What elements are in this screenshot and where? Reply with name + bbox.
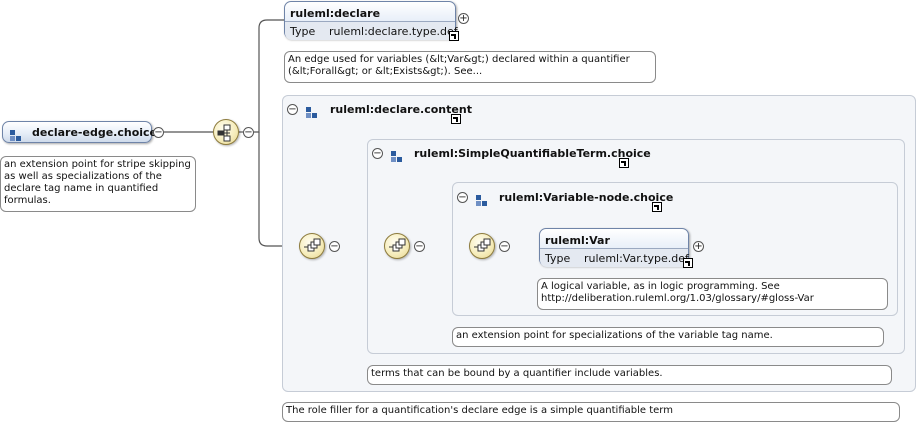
choice-compositor[interactable] bbox=[213, 119, 239, 145]
variable-node-name: ruleml:Variable-node.choice bbox=[499, 191, 674, 204]
declare-type-row: Type ruleml:declare.type.def bbox=[285, 21, 458, 40]
variable-node-compositor-collapse[interactable]: − bbox=[499, 241, 510, 252]
variable-node-documentation: an extension point for specializations o… bbox=[452, 327, 884, 347]
group-icon bbox=[391, 148, 403, 162]
simple-term-compositor-collapse[interactable]: − bbox=[414, 241, 425, 252]
declare-content-doc-text: The role filler for a quantification's d… bbox=[286, 405, 673, 416]
choice-compositor-icon bbox=[474, 238, 491, 252]
simple-term-link-icon[interactable] bbox=[619, 158, 629, 168]
variable-node-doc-text: an extension point for specializations o… bbox=[456, 330, 773, 341]
var-element-name: ruleml:Var bbox=[545, 234, 610, 247]
declare-type-link-icon[interactable] bbox=[449, 31, 459, 41]
var-documentation: A logical variable, as in logic programm… bbox=[537, 278, 888, 310]
root-element-name: declare-edge.choice bbox=[32, 126, 158, 139]
var-type-label: Type bbox=[545, 252, 571, 265]
choice-compositor-icon bbox=[217, 124, 231, 142]
var-doc-text: A logical variable, as in logic programm… bbox=[541, 281, 814, 304]
group-icon bbox=[476, 192, 488, 206]
declare-expand-button[interactable]: + bbox=[458, 13, 469, 24]
choice-compositor-icon bbox=[304, 238, 321, 252]
declare-documentation: An edge used for variables (&lt;Var&gt;)… bbox=[284, 51, 656, 83]
choice-compositor-icon bbox=[389, 238, 406, 252]
declare-content-collapse-button[interactable]: − bbox=[287, 104, 298, 115]
var-type-link-icon[interactable] bbox=[683, 258, 693, 268]
simple-term-collapse-button[interactable]: − bbox=[372, 148, 383, 159]
declare-doc-text: An edge used for variables (&lt;Var&gt;)… bbox=[288, 54, 630, 77]
var-type-row: Type ruleml:Var.type.def bbox=[540, 248, 689, 267]
root-collapse-button[interactable]: − bbox=[153, 127, 164, 138]
variable-node-link-icon[interactable] bbox=[652, 202, 662, 212]
declare-content-compositor-collapse[interactable]: − bbox=[329, 241, 340, 252]
group-icon bbox=[306, 104, 318, 118]
declare-element-name: ruleml:declare bbox=[290, 7, 381, 20]
simple-term-documentation: terms that can be bound by a quantifier … bbox=[367, 365, 892, 385]
choice-group-icon bbox=[10, 127, 22, 141]
var-expand-button[interactable]: + bbox=[693, 241, 704, 252]
simple-term-name: ruleml:SimpleQuantifiableTerm.choice bbox=[414, 147, 651, 160]
root-choice-element[interactable]: declare-edge.choice bbox=[2, 121, 157, 143]
declare-content-name: ruleml:declare.content bbox=[330, 103, 472, 116]
choice-collapse-button[interactable]: − bbox=[243, 127, 254, 138]
var-element[interactable]: ruleml:Var Type ruleml:Var.type.def bbox=[539, 228, 689, 267]
declare-content-documentation: The role filler for a quantification's d… bbox=[282, 402, 900, 422]
declare-type-value: ruleml:declare.type.def bbox=[329, 25, 458, 38]
root-documentation: an extension point for stripe skipping a… bbox=[0, 156, 196, 212]
root-doc-text: an extension point for stripe skipping a… bbox=[4, 159, 191, 206]
var-type-value: ruleml:Var.type.def bbox=[584, 252, 689, 265]
simple-term-compositor[interactable] bbox=[384, 233, 410, 259]
declare-content-compositor[interactable] bbox=[299, 233, 325, 259]
declare-content-link-icon[interactable] bbox=[451, 114, 461, 124]
variable-node-compositor[interactable] bbox=[469, 233, 495, 259]
declare-element[interactable]: ruleml:declare Type ruleml:declare.type.… bbox=[284, 1, 458, 40]
simple-term-doc-text: terms that can be bound by a quantifier … bbox=[371, 368, 663, 379]
variable-node-collapse-button[interactable]: − bbox=[457, 192, 468, 203]
declare-type-label: Type bbox=[290, 25, 316, 38]
